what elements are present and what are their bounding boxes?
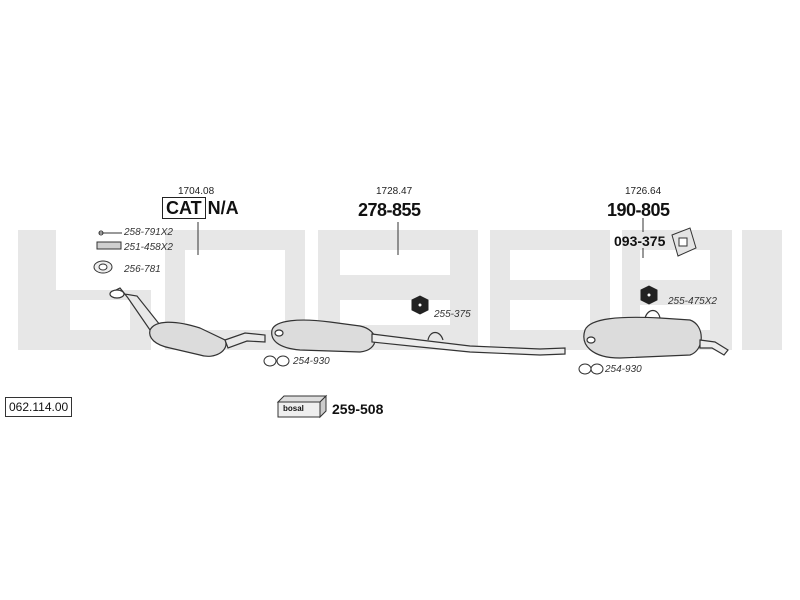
leader-lines [197,218,644,258]
cat-box: CAT [162,197,206,219]
rubber-mount-icon [411,285,658,315]
diagram-number: 062.114.00 [5,397,73,417]
group-ref-1: 1704.08 [178,186,215,197]
callout-258[interactable]: 258-791X2 [124,227,173,238]
callout-251[interactable]: 251-458X2 [124,242,173,253]
part-number-190[interactable]: 190-805 [607,200,670,220]
callout-256[interactable]: 256-781 [124,264,161,275]
kit-box-icon [276,394,328,419]
callout-254-a[interactable]: 254-930 [293,356,330,367]
group-ref-2: 1728.47 [376,186,413,197]
spring-part-icon [93,230,122,274]
part-number-093[interactable]: 093-375 [614,233,666,249]
rear-silencer-icon [583,309,729,359]
callout-255-475[interactable]: 255-475X2 [668,296,717,307]
callout-254-b[interactable]: 254-930 [605,364,642,375]
clamp-icon [263,355,604,375]
kit-logo: bosal [283,404,304,413]
group-ref-3: 1726.64 [625,186,662,197]
part-number-278[interactable]: 278-855 [358,200,421,220]
variant-label: N/A [207,198,239,218]
bracket-icon [671,227,697,257]
callout-255-375[interactable]: 255-375 [434,309,471,320]
catalytic-converter-icon [109,287,266,357]
kit-part-number[interactable]: 259-508 [332,401,384,417]
middle-silencer-icon [271,319,566,356]
